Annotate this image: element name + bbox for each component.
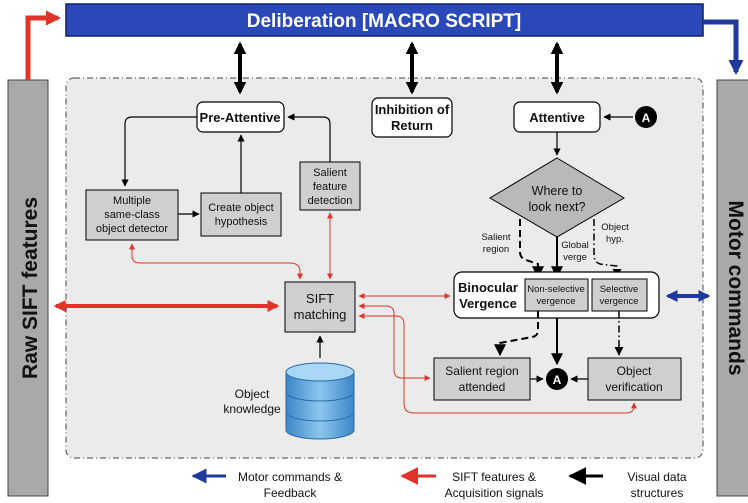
salient-detection-label-1: Salient [313, 167, 347, 179]
edge-salient-region-2: region [483, 244, 509, 255]
salient-region-label-1: Salient region [445, 364, 518, 378]
create-hypothesis-box [200, 192, 282, 237]
sift-matching-label-1: SIFT [306, 291, 334, 306]
multiple-detector-label-1: Multiple [113, 195, 151, 207]
detector-sift-red-arrow [129, 243, 303, 280]
inhibition-label-1: Inhibition of [375, 102, 450, 117]
salient-region-box [433, 357, 531, 401]
deliberation-banner [65, 3, 704, 37]
edge-object-hyp-2: hyp. [606, 234, 624, 245]
raw-sift-label: Raw SIFT features [19, 197, 42, 379]
salient-detection-label-3: detection [308, 195, 353, 207]
sift-verification-red-arrow [358, 313, 637, 414]
raw-to-deliberation-arrow [25, 10, 61, 80]
binocular-label-2: Vergence [459, 296, 517, 311]
connector-a-top-label: A [642, 111, 651, 125]
object-hyp-branch [593, 219, 622, 278]
attentive-label: Attentive [529, 110, 585, 125]
legend-black-line-2: structures [631, 486, 684, 500]
deliberation-to-motor-arrow [703, 19, 744, 75]
non-selective-label-2: vergence [536, 296, 575, 307]
preattentive-to-detector-arrow [121, 116, 197, 187]
selective-label-2: vergence [599, 296, 638, 307]
edge-global-verge-2: verge [563, 252, 587, 263]
object-verification-label-1: Object [617, 364, 652, 378]
selective-label-1: Selective [600, 284, 639, 295]
binocular-label-1: Binocular [458, 280, 518, 295]
object-verification-box [587, 357, 682, 401]
object-knowledge-label-1: Object [235, 387, 270, 401]
legend-black-line-1: Visual data [627, 470, 686, 484]
legend-blue-line-1: Motor commands & [238, 470, 342, 484]
salient-detection-label-2: feature [313, 181, 347, 193]
object-knowledge-label-2: knowledge [223, 402, 281, 416]
multiple-detector-label-2: same-class [104, 209, 160, 221]
inhibition-label-2: Return [391, 118, 433, 133]
where-to-look-label-2: look next? [529, 200, 586, 214]
database-icon [285, 362, 355, 440]
legend-red-line-1: SIFT features & [452, 470, 536, 484]
legend-red-line-2: Acquisition signals [445, 486, 544, 500]
salient-region-label-2: attended [459, 380, 506, 394]
legend-blue-line-2: Feedback [264, 486, 318, 500]
multiple-detector-label-3: object detector [96, 223, 168, 235]
pre-attentive-label: Pre-Attentive [200, 110, 281, 125]
object-verification-label-2: verification [605, 380, 662, 394]
edge-object-hyp-1: Object [601, 222, 629, 233]
non-selective-box [524, 278, 589, 312]
motor-commands-label: Motor commands [724, 200, 747, 375]
nonselective-to-salient-region-arrow [494, 311, 539, 357]
create-hypothesis-label-2: hypothesis [215, 216, 268, 228]
multiple-detector-box [85, 189, 179, 241]
raw-sift-bar [7, 79, 49, 497]
selective-box [591, 278, 648, 312]
create-hypothesis-label-1: Create object [208, 202, 273, 214]
motor-commands-bar [716, 79, 748, 497]
edge-salient-region-1: Salient [481, 232, 510, 243]
non-selective-label-1: Non-selective [527, 284, 585, 295]
deliberation-title: Deliberation [MACRO SCRIPT] [247, 11, 521, 32]
where-to-look-label-1: Where to [532, 184, 583, 198]
connector-a-bottom [546, 368, 568, 390]
edge-global-verge-1: Global [561, 240, 588, 251]
connector-a-bottom-label: A [553, 373, 562, 387]
connector-a-top [635, 106, 657, 128]
sift-matching-label-2: matching [294, 307, 347, 322]
sift-matching-box [284, 281, 356, 333]
salient-to-preattentive-arrow [287, 113, 331, 162]
inhibition-box [371, 97, 453, 138]
salient-region-branch [519, 219, 544, 279]
